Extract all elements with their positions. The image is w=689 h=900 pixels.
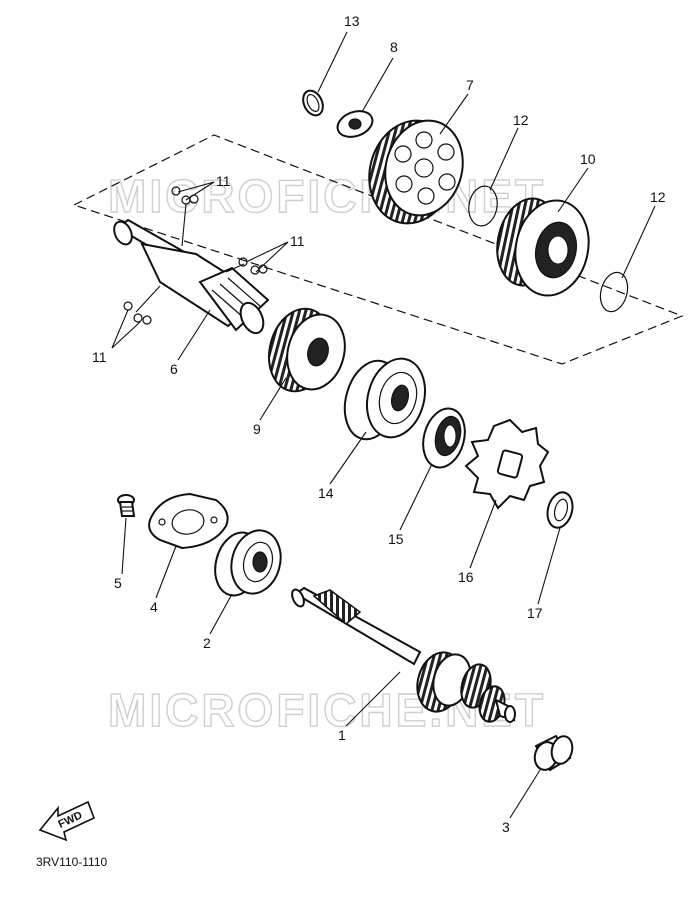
callout-15: 15	[388, 531, 404, 547]
oil-seal-part-15	[422, 407, 466, 469]
callout-16: 16	[458, 569, 474, 585]
lock-washer-part-17	[546, 491, 574, 529]
callout-12-lower: 12	[650, 189, 666, 205]
callout-11-top: 11	[216, 173, 231, 189]
fwd-arrow-icon: FWD	[38, 800, 96, 842]
leader-lines	[111, 31, 656, 819]
gear-part-10	[496, 197, 590, 297]
circlip-part-12-upper	[468, 185, 498, 227]
callout-1: 1	[338, 727, 346, 743]
gear-part-9	[268, 307, 346, 393]
callout-5: 5	[114, 575, 122, 591]
callout-9: 9	[253, 421, 261, 437]
callout-17: 17	[527, 605, 543, 621]
bolt-part-5	[117, 494, 136, 517]
callout-14: 14	[318, 485, 334, 501]
balls-part-11-left	[123, 301, 152, 325]
callout-numbers: 13 8 7 12 10 12 11 11 11 6 9 14 15 16 17…	[92, 13, 666, 835]
callout-4: 4	[150, 599, 158, 615]
callout-13: 13	[344, 13, 360, 29]
retainer-plate-part-4	[148, 492, 229, 550]
sub-assembly-frame	[72, 134, 684, 365]
callout-11-left: 11	[92, 349, 107, 365]
circlip-part-12-lower	[599, 271, 629, 313]
callout-2: 2	[203, 635, 211, 651]
callout-11-right: 11	[290, 233, 305, 249]
shaft-part-6	[113, 218, 270, 335]
callout-6: 6	[170, 361, 178, 377]
callout-8: 8	[390, 39, 398, 55]
diagram-code: 3RV110-1110	[36, 855, 107, 869]
callout-3: 3	[502, 819, 510, 835]
bearing-part-2	[214, 529, 282, 597]
drive-axle-part-1	[291, 586, 516, 723]
washer-part-8	[336, 110, 374, 138]
callout-7: 7	[466, 77, 474, 93]
callout-12-upper: 12	[513, 112, 529, 128]
sprocket-part-16	[464, 418, 550, 510]
gear-part-7	[368, 119, 464, 225]
callout-10: 10	[580, 151, 596, 167]
bearing-part-14	[343, 357, 426, 441]
circlip-part-13	[302, 89, 324, 117]
watermark-top: MICROFICHE.NET	[108, 170, 546, 222]
collar-part-3	[533, 734, 574, 772]
